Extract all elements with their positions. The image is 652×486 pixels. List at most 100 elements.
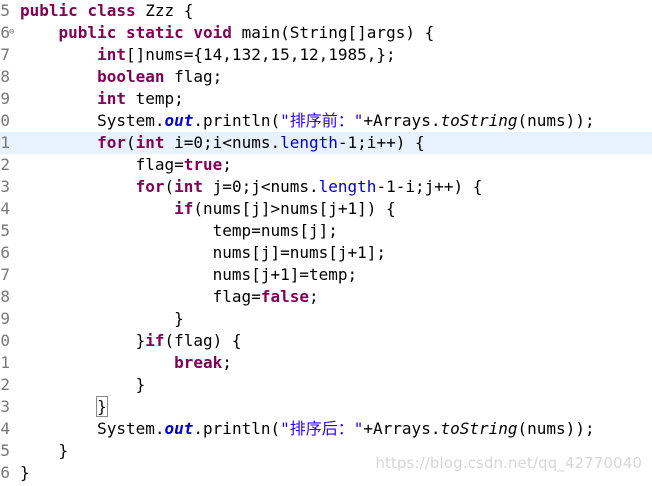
code-token: boolean (97, 67, 165, 86)
code-token: if (145, 331, 165, 350)
code-token: int (97, 89, 126, 108)
code-token: (nums[j]>nums[j+1]) { (193, 199, 396, 218)
code-line[interactable]: 8 boolean flag; (0, 66, 652, 88)
code-token: int (97, 45, 126, 64)
line-number: 6 (0, 243, 10, 262)
line-number: 8 (0, 287, 10, 306)
code-line[interactable]: 1 break; (0, 352, 652, 374)
code-token: "排序后：" (280, 419, 364, 438)
code-token: length (280, 133, 338, 152)
code-token: for (97, 133, 126, 152)
code-text: temp=nums[j]; (20, 220, 338, 242)
line-number: 4 (0, 419, 10, 438)
code-token: for (135, 177, 165, 196)
line-number: 9 (0, 309, 10, 328)
code-line[interactable]: 4 System.out.println("排序后："+Arrays.toStr… (0, 418, 652, 440)
code-text: System.out.println("排序前："+Arrays.toStrin… (20, 110, 595, 132)
code-token: System. (20, 111, 165, 130)
fold-toggle-icon[interactable]: ⊖ (9, 27, 15, 37)
code-line[interactable]: 3 } (0, 396, 652, 418)
line-number: 7 (0, 265, 10, 284)
code-text: } (20, 308, 184, 330)
code-line[interactable]: 6⊖ public static void main(String[]args)… (0, 22, 652, 44)
code-line[interactable]: 9 } (0, 308, 652, 330)
line-number: 1 (0, 353, 10, 372)
code-token: class (87, 1, 136, 20)
code-text: for(int j=0;j<nums.length-1-i;j++) { (20, 176, 483, 198)
code-token: "排序前：" (280, 111, 364, 130)
code-token (20, 67, 97, 86)
code-token (20, 23, 59, 42)
code-token (20, 353, 174, 372)
code-line[interactable]: 7 int[]nums={14,132,15,12,1985,}; (0, 44, 652, 66)
line-number: 5 (0, 1, 10, 20)
code-token: -1-i;j++) { (376, 177, 483, 196)
code-line[interactable]: 7 nums[j+1]=temp; (0, 264, 652, 286)
code-text: boolean flag; (20, 66, 222, 88)
code-line[interactable]: 3 for(int j=0;j<nums.length-1-i;j++) { (0, 176, 652, 198)
code-token: .println( (193, 419, 281, 438)
code-token: true (183, 155, 223, 174)
line-number: 4 (0, 199, 10, 218)
code-token: } (20, 463, 30, 482)
line-number: 5 (0, 441, 10, 460)
line-number: 6 (0, 23, 10, 42)
code-token: out (164, 111, 194, 130)
code-token (78, 1, 88, 20)
code-line[interactable]: 0 System.out.println("排序前："+Arrays.toStr… (0, 110, 652, 132)
code-token: toString (440, 419, 518, 438)
code-text: } (20, 462, 30, 484)
code-line[interactable]: 5 temp=nums[j]; (0, 220, 652, 242)
code-line[interactable]: 2 } (0, 374, 652, 396)
code-token: false (260, 287, 309, 306)
code-line[interactable]: 1 for(int i=0;i<nums.length-1;i++) { (0, 132, 652, 154)
code-text: nums[j+1]=temp; (20, 264, 358, 286)
code-token: i=0;i<nums. (164, 133, 281, 152)
code-token: System. (20, 419, 165, 438)
code-token: break (174, 353, 223, 372)
code-line[interactable]: 5 public class Zzz { (0, 0, 652, 22)
line-number: 1 (0, 133, 10, 152)
code-line[interactable]: 8 flag=false; (0, 286, 652, 308)
watermark-text: https://blog.csdn.net/qq_42770040 (375, 454, 642, 472)
code-token: flag= (20, 287, 261, 306)
code-text: int temp; (20, 88, 184, 110)
code-text: } (20, 396, 108, 418)
line-number: 2 (0, 155, 10, 174)
code-line[interactable]: 2 flag=true; (0, 154, 652, 176)
code-text: public class Zzz { (20, 0, 193, 22)
code-token: nums[j]=nums[j+1]; (20, 243, 387, 262)
code-token: (nums)); (517, 419, 595, 438)
code-line[interactable]: 0 }if(flag) { (0, 330, 652, 352)
code-token: ; (309, 287, 319, 306)
code-token: .println( (193, 111, 281, 130)
code-token: j=0;j<nums. (203, 177, 319, 196)
code-token: } (20, 331, 146, 350)
code-token: +Arrays. (363, 111, 441, 130)
code-line[interactable]: 6} (0, 462, 652, 484)
code-line[interactable]: 6 nums[j]=nums[j+1]; (0, 242, 652, 264)
code-token: } (20, 375, 146, 394)
code-line[interactable]: 5 } (0, 440, 652, 462)
line-number: 3 (0, 397, 10, 416)
code-token (116, 23, 126, 42)
code-token: flag= (20, 155, 184, 174)
code-text: System.out.println("排序后："+Arrays.toStrin… (20, 418, 595, 440)
code-line[interactable]: 4 if(nums[j]>nums[j+1]) { (0, 198, 652, 220)
code-token: ( (164, 177, 175, 196)
code-token: int (135, 133, 165, 152)
code-token (20, 45, 97, 64)
code-token: []nums={14,132,15,12,1985,}; (125, 45, 396, 64)
code-token: public (58, 23, 117, 42)
code-token: -1;i++) { (337, 133, 425, 152)
code-token (184, 23, 194, 42)
code-token: if (174, 199, 194, 218)
line-number: 5 (0, 221, 10, 240)
code-token: length (318, 177, 377, 196)
code-token: } (96, 396, 108, 417)
code-token: Zzz { (135, 1, 194, 20)
code-token: void (193, 23, 232, 42)
code-text: public static void main(String[]args) { (20, 22, 435, 44)
code-line[interactable]: 9 int temp; (0, 88, 652, 110)
